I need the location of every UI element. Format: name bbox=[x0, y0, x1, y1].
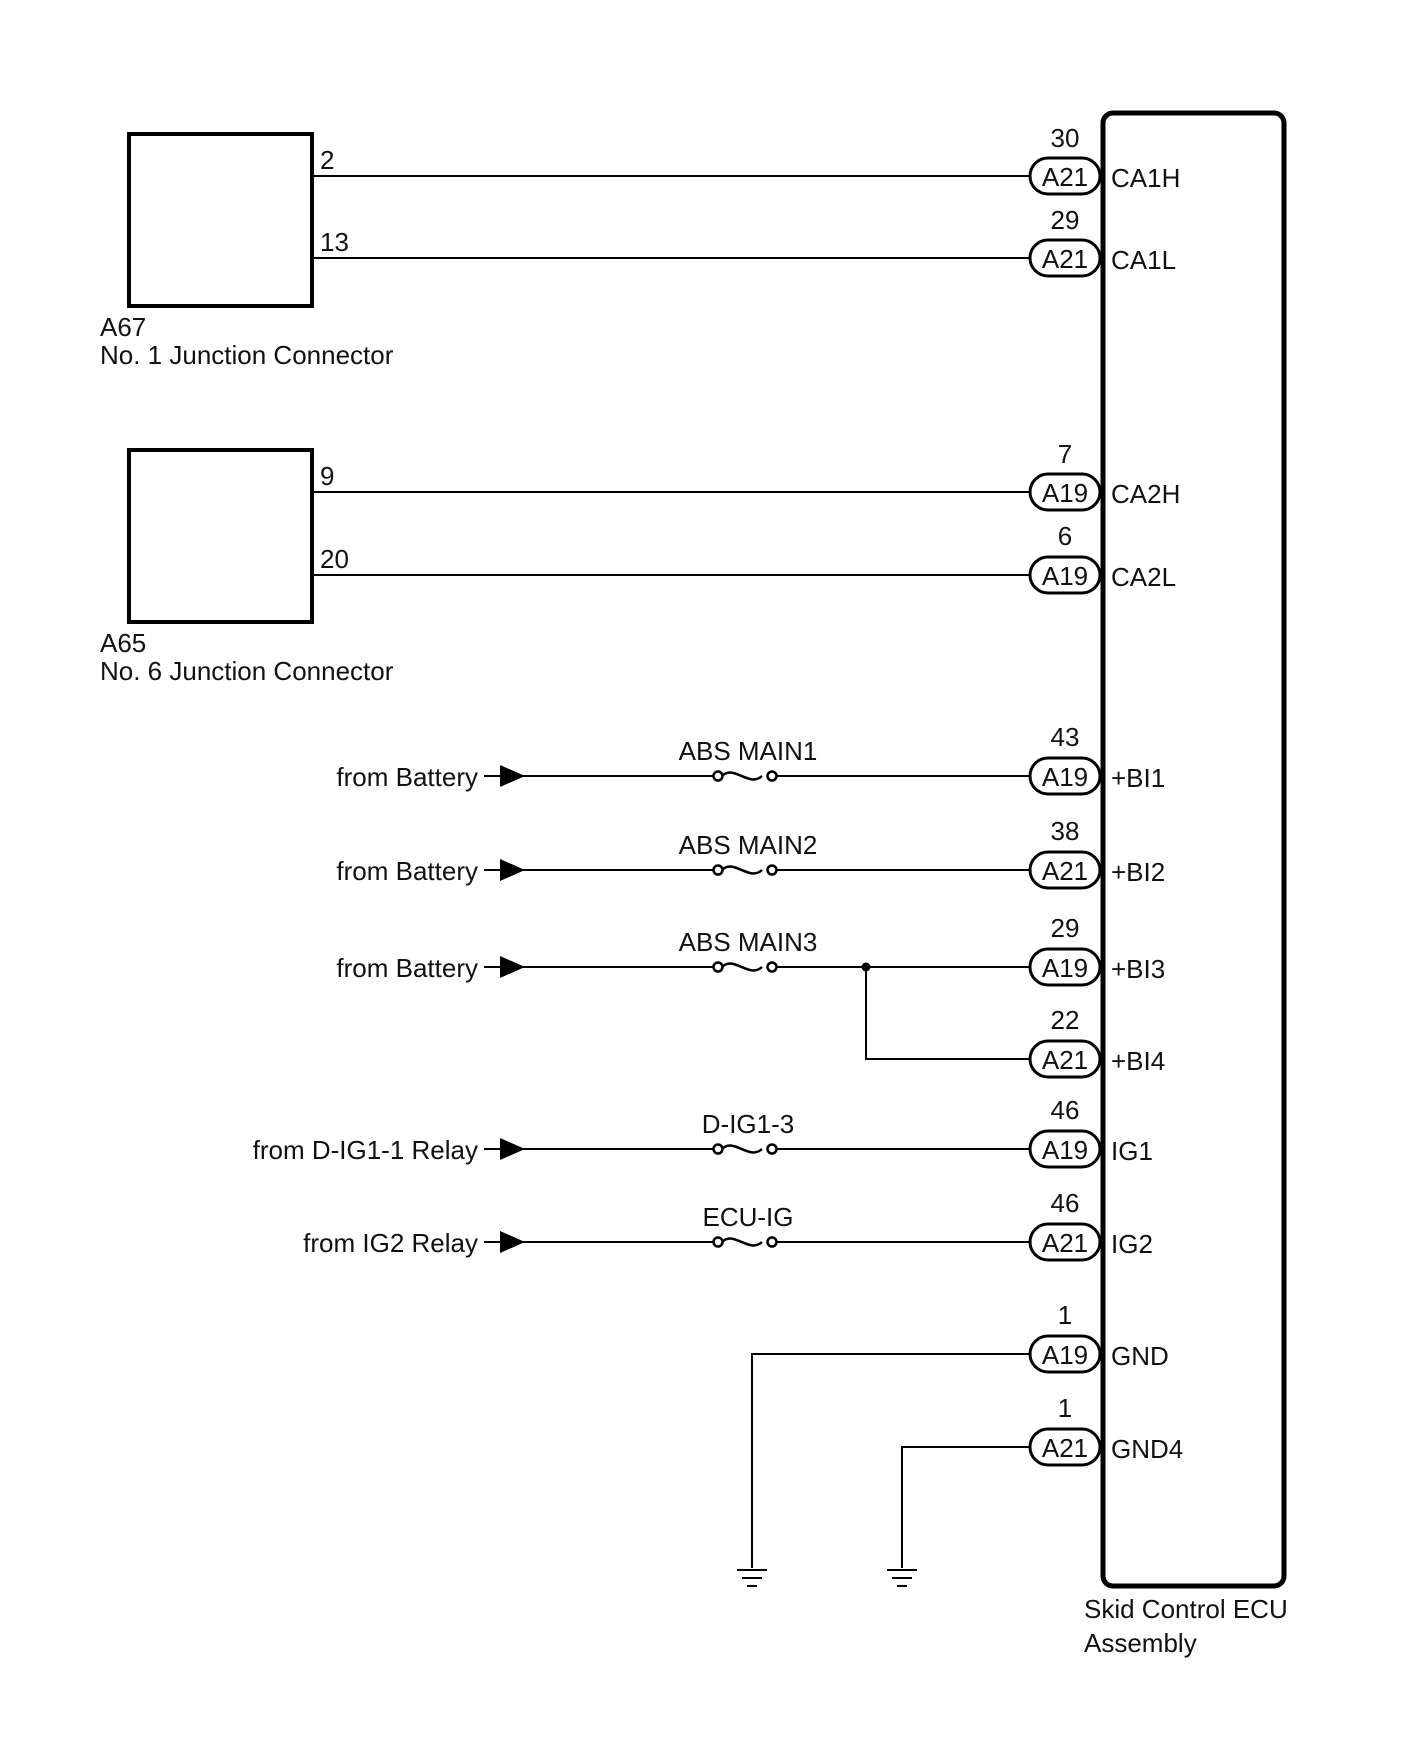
power-wire-ig2: from IG2 Relay ECU-IG 46 A21 IG2 bbox=[303, 1188, 1153, 1262]
connector-code: A19 bbox=[1042, 1135, 1088, 1165]
ecu-terminal-label: CA2H bbox=[1111, 479, 1180, 509]
ground-wire-gnd: 1 A19 GND bbox=[737, 1300, 1169, 1587]
ecu-pin-number: 30 bbox=[1051, 123, 1080, 153]
ground-wire-gnd4: 1 A21 GND4 bbox=[887, 1393, 1183, 1587]
fuse-label: D-IG1-3 bbox=[702, 1109, 794, 1139]
fuse-label: ABS MAIN3 bbox=[679, 927, 818, 957]
ecu-terminal-label: CA1H bbox=[1111, 163, 1180, 193]
can-wire-ca1h: 2 30 A21 CA1H bbox=[312, 123, 1180, 196]
power-source-label: from IG2 Relay bbox=[303, 1228, 478, 1258]
connector-code: A21 bbox=[1042, 244, 1088, 274]
ecu-terminal-label: IG2 bbox=[1111, 1229, 1153, 1259]
ecu-pin-number: 43 bbox=[1051, 722, 1080, 752]
power-source-label: from Battery bbox=[336, 953, 478, 983]
connector-code: A19 bbox=[1042, 953, 1088, 983]
connector-code: A19 bbox=[1042, 762, 1088, 792]
ecu-terminal-label: CA2L bbox=[1111, 562, 1176, 592]
connector-code: A19 bbox=[1042, 1340, 1088, 1370]
source-pin-label: 20 bbox=[320, 544, 349, 574]
ecu-terminal-label: +BI1 bbox=[1111, 763, 1165, 793]
power-wire-bi2: from Battery ABS MAIN2 38 A21 +BI2 bbox=[336, 816, 1165, 890]
ecu-name-line2: Assembly bbox=[1084, 1628, 1197, 1658]
junction-connector-a67-box bbox=[127, 132, 314, 308]
power-source-label: from Battery bbox=[336, 762, 478, 792]
junction-connector-a65-code: A65 bbox=[100, 628, 146, 658]
ecu-pin-number: 1 bbox=[1058, 1393, 1072, 1423]
fuse-label: ECU-IG bbox=[703, 1202, 794, 1232]
connector-code: A21 bbox=[1042, 1433, 1088, 1463]
ecu-terminal-label: +BI4 bbox=[1111, 1046, 1165, 1076]
source-pin-label: 13 bbox=[320, 227, 349, 257]
junction-connector-a65-name: No. 6 Junction Connector bbox=[100, 656, 394, 686]
ecu-terminal-label: IG1 bbox=[1111, 1136, 1153, 1166]
fuse-icon bbox=[712, 1236, 778, 1248]
fuse-icon bbox=[712, 770, 778, 782]
can-wire-ca2l: 20 6 A19 CA2L bbox=[312, 521, 1176, 595]
connector-code: A21 bbox=[1042, 1228, 1088, 1258]
ecu-pin-number: 7 bbox=[1058, 439, 1072, 469]
skid-control-ecu-box bbox=[1100, 110, 1287, 1589]
can-wire-ca1l: 13 29 A21 CA1L bbox=[312, 205, 1176, 278]
ecu-terminal-label: +BI3 bbox=[1111, 954, 1165, 984]
connector-code: A19 bbox=[1042, 478, 1088, 508]
ecu-pin-number: 46 bbox=[1051, 1188, 1080, 1218]
ecu-name-line1: Skid Control ECU bbox=[1084, 1594, 1288, 1624]
power-wire-bi1: from Battery ABS MAIN1 43 A19 +BI1 bbox=[336, 722, 1165, 796]
connector-code: A19 bbox=[1042, 561, 1088, 591]
ecu-pin-number: 38 bbox=[1051, 816, 1080, 846]
ground-icon bbox=[887, 1569, 917, 1587]
fuse-label: ABS MAIN1 bbox=[679, 736, 818, 766]
fuse-label: ABS MAIN2 bbox=[679, 830, 818, 860]
power-source-label: from D-IG1-1 Relay bbox=[253, 1135, 478, 1165]
source-pin-label: 2 bbox=[320, 145, 334, 175]
power-wire-bi3: from Battery ABS MAIN3 29 A19 +BI3 bbox=[336, 913, 1165, 987]
ecu-pin-number: 1 bbox=[1058, 1300, 1072, 1330]
ecu-pin-number: 46 bbox=[1051, 1095, 1080, 1125]
connector-code: A21 bbox=[1042, 162, 1088, 192]
junction-connector-a65-box bbox=[127, 448, 314, 624]
can-wire-ca2h: 9 7 A19 CA2H bbox=[312, 439, 1180, 512]
junction-connector-a67-name: No. 1 Junction Connector bbox=[100, 340, 394, 370]
power-source-label: from Battery bbox=[336, 856, 478, 886]
source-pin-label: 9 bbox=[320, 461, 334, 491]
fuse-icon bbox=[712, 864, 778, 876]
ecu-pin-number: 22 bbox=[1051, 1005, 1080, 1035]
ecu-pin-number: 29 bbox=[1051, 913, 1080, 943]
ecu-terminal-label: GND bbox=[1111, 1341, 1169, 1371]
connector-code: A21 bbox=[1042, 1045, 1088, 1075]
ground-icon bbox=[737, 1569, 767, 1587]
ecu-pin-number: 6 bbox=[1058, 521, 1072, 551]
ecu-pin-number: 29 bbox=[1051, 205, 1080, 235]
power-wire-ig1: from D-IG1-1 Relay D-IG1-3 46 A19 IG1 bbox=[253, 1095, 1153, 1169]
power-wire-bi4: 22 A21 +BI4 bbox=[865, 967, 1165, 1079]
ecu-terminal-label: CA1L bbox=[1111, 245, 1176, 275]
junction-connector-a67-code: A67 bbox=[100, 312, 146, 342]
connector-code: A21 bbox=[1042, 856, 1088, 886]
fuse-icon bbox=[712, 1143, 778, 1155]
ecu-terminal-label: +BI2 bbox=[1111, 857, 1165, 887]
ecu-terminal-label: GND4 bbox=[1111, 1434, 1183, 1464]
fuse-icon bbox=[712, 961, 778, 973]
